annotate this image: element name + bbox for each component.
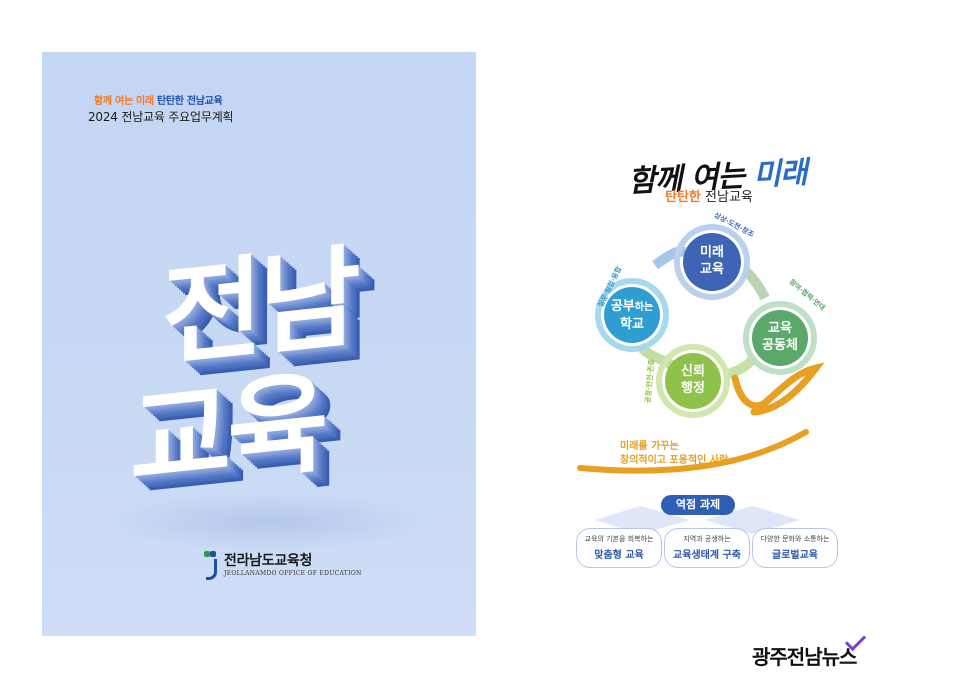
ring-future (674, 224, 750, 300)
sprout-curve (577, 429, 809, 474)
cover-big-text-line1: 전남 (162, 232, 357, 382)
vision-goal: 미래를 가꾸는 창의적이고 포용적인 사람 (620, 440, 728, 468)
goal-line-2: 창의적이고 포용적인 사람 (620, 455, 729, 466)
cover-poster: 함께 여는 미래 탄탄한 전남교육 2024 전남교육 주요업무계획 전남 교육… (42, 52, 476, 636)
hero-subtitle-part-b: 전남교육 (705, 190, 753, 205)
education-office-logo: 전라남도교육청 JEOLLANAMDO OFFICE OF EDUCATION (202, 550, 362, 580)
task-card: 교육의 기본을 회복하는 맞춤형 교육 (576, 528, 662, 568)
core-community-circle (752, 310, 808, 366)
ribbon-blue-teal (652, 246, 686, 270)
hero-subtitle-part-a: 탄탄한 (665, 190, 701, 205)
ring-admin (656, 344, 730, 418)
sprout-stem (731, 362, 825, 416)
document-title: 2024 전남교육 주요업무계획 (88, 110, 234, 124)
task-card: 다양한 문화와 소통하는 글로벌교육 (752, 528, 838, 568)
tagline-part-b: 탄탄한 전남교육 (156, 96, 223, 107)
core-future-circle (683, 233, 741, 291)
logo-subtitle: JEOLLANAMDO OFFICE OF EDUCATION (224, 570, 362, 577)
ribbon-blue-green (741, 266, 770, 301)
hero-subtitle: 탄탄한 전남교육 (665, 186, 753, 205)
diagram-graphics (577, 224, 825, 534)
key-tasks-title: 역점 과제 (661, 495, 735, 515)
cover-big-text-line2: 교육 (130, 357, 325, 507)
core-school-circle (604, 287, 660, 343)
ring-school (595, 278, 669, 352)
task-card: 지역과 공생하는 교육생태계 구축 (664, 528, 750, 568)
logo-name: 전라남도교육청 (224, 553, 313, 569)
watermark-text: 광주전남뉴스 (752, 645, 857, 669)
goal-line-1: 미래를 가꾸는 (620, 441, 679, 452)
core-admin-circle (665, 353, 721, 409)
ring-community (743, 301, 817, 375)
news-watermark: 광주전남뉴스 (752, 629, 867, 670)
cover-shadow-floor (102, 492, 432, 552)
task-diamond-left (595, 506, 690, 534)
cover-tagline: 함께 여는 미래 탄탄한 전남교육 (94, 92, 223, 107)
logo-mark-icon (202, 550, 218, 580)
tagline-part-a: 함께 여는 미래 (94, 96, 154, 107)
core-school-label: 공부하는 학교 (610, 299, 654, 332)
